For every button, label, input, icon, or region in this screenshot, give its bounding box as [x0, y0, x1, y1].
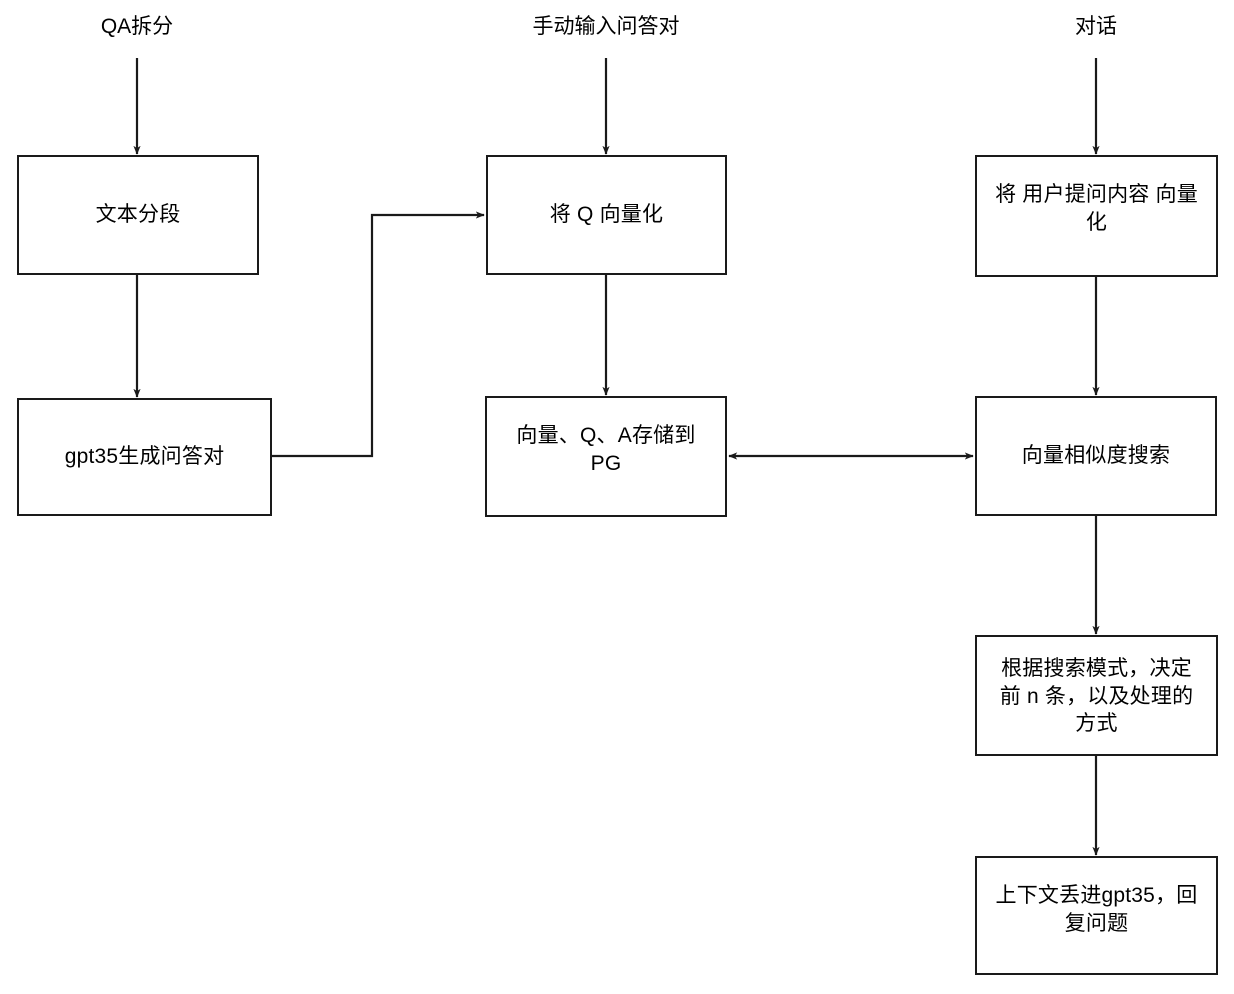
node-gpt35-generate-qa[interactable]: gpt35生成问答对: [17, 398, 272, 516]
node-context-to-gpt35[interactable]: 上下文丢进gpt35，回 复问题: [975, 856, 1218, 975]
edge-label-qa-split: QA拆分: [100, 15, 174, 38]
node-vector-similarity-search[interactable]: 向量相似度搜索: [975, 396, 1217, 516]
node-store-to-pg[interactable]: 向量、Q、A存储到 PG: [485, 396, 727, 517]
edge-label-manual-qa-input: 手动输入问答对: [532, 15, 680, 38]
node-text-segmentation[interactable]: 文本分段: [17, 155, 259, 275]
node-vectorize-q[interactable]: 将 Q 向量化: [486, 155, 727, 275]
edge-gpt35-to-vectorize-q: [272, 211, 485, 458]
node-vectorize-user-question[interactable]: 将 用户提问内容 向量 化: [975, 155, 1218, 277]
node-decide-top-n[interactable]: 根据搜索模式，决定 前 n 条，以及处理的 方式: [975, 635, 1218, 756]
edge-label-dialogue: 对话: [1075, 15, 1117, 38]
